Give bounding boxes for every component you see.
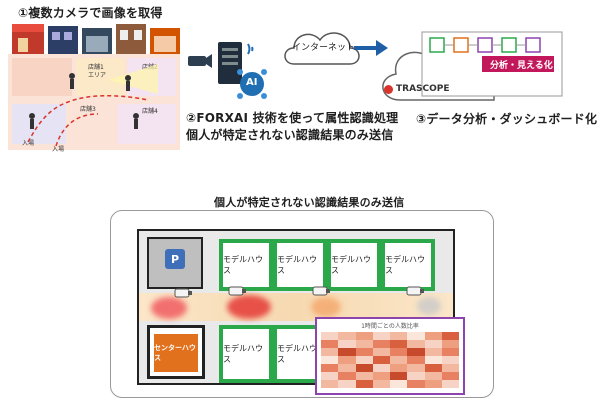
store-room-1	[12, 58, 72, 96]
bottom-title: 個人が特定されない認識結果のみ送信	[214, 196, 405, 209]
center-house: センターハウス	[147, 325, 205, 379]
customer-path	[27, 64, 158, 147]
model-house-bottom-1: モデルハウス	[219, 325, 273, 383]
model-house-label: モデルハウス	[223, 255, 263, 275]
center-house-block: センターハウス	[154, 334, 198, 372]
hourly-ratio-chart: 1時間ごとの人数比率	[315, 317, 465, 395]
heat-spot-2	[227, 295, 271, 319]
trascope-logo-text: TRASCOPE	[396, 84, 450, 94]
room-label-1: 店舗1	[88, 64, 104, 71]
store-room-4	[118, 104, 176, 144]
arrow-right-icon	[354, 40, 388, 56]
model-house-top-3: モデルハウス	[327, 239, 381, 291]
camera-icon	[312, 286, 330, 296]
floor-plan: 店舗1 店舗2 店舗3 店舗4 エリア 入場 入場	[8, 54, 180, 153]
model-house-label: モデルハウス	[385, 255, 425, 275]
room-area-label: エリア	[88, 72, 107, 79]
step2-line1: ②FORXAI 技術を使って属性認識処理	[186, 111, 399, 125]
ai-label: AI	[246, 77, 258, 88]
room-label-3: 店舗3	[80, 106, 96, 113]
internet-label: インターネット	[292, 43, 356, 53]
model-house-top-4: モデルハウス	[381, 239, 435, 291]
chart-title: 1時間ごとの人数比率	[361, 323, 419, 330]
heat-spot-3	[311, 297, 341, 317]
ai-chip: AI	[234, 66, 270, 102]
camera-icon	[406, 286, 424, 296]
trascope-logo-icon	[384, 84, 393, 94]
model-house-label: モデルハウス	[223, 344, 263, 364]
parking-label: P	[170, 252, 180, 266]
wifi-icon	[247, 43, 254, 55]
ai-network-icon	[237, 69, 267, 99]
model-house-top-1: モデルハウス	[219, 239, 273, 291]
trascope-cloud	[382, 31, 563, 101]
site-map: P モデルハウス モデルハウス モデルハウス モデルハウス センターハウス モデ…	[137, 229, 455, 385]
internet-cloud-icon	[284, 32, 360, 65]
site-map-frame: P モデルハウス モデルハウス モデルハウス モデルハウス センターハウス モデ…	[110, 210, 494, 398]
store-room-2	[76, 58, 124, 96]
model-house-top-2: モデルハウス	[273, 239, 327, 291]
step3-title: ③データ分析・ダッシュボード化	[416, 112, 598, 126]
parking-sign: P	[165, 249, 185, 269]
analysis-badge: 分析・見える化	[490, 61, 553, 71]
center-house-label: センターハウス	[154, 344, 196, 362]
entrance-label-2: 入場	[52, 146, 65, 153]
model-house-label: モデルハウス	[331, 255, 371, 275]
step2-description: ②FORXAI 技術を使って属性認識処理 個人が特定されない認識結果のみ送信	[186, 110, 398, 144]
model-house-label: モデルハウス	[277, 344, 317, 364]
model-house-label: モデルハウス	[277, 255, 317, 275]
heat-spot-1	[151, 297, 187, 319]
heatmap-grid	[321, 332, 459, 388]
camera-icon	[174, 288, 192, 298]
camera-icon	[188, 54, 212, 68]
step2-line2: 個人が特定されない認識結果のみ送信	[186, 128, 394, 142]
entrance-label-1: 入場	[22, 140, 35, 147]
street-area	[139, 293, 453, 321]
heat-spot-4	[417, 297, 441, 315]
camera-icon	[228, 286, 246, 296]
server-icon	[218, 42, 242, 84]
storefront-illustration	[12, 24, 180, 54]
step1-title: ①複数カメラで画像を取得	[18, 6, 163, 20]
trascope-logo: TRASCOPE	[384, 84, 450, 94]
room-label-4: 店舗4	[142, 108, 158, 115]
